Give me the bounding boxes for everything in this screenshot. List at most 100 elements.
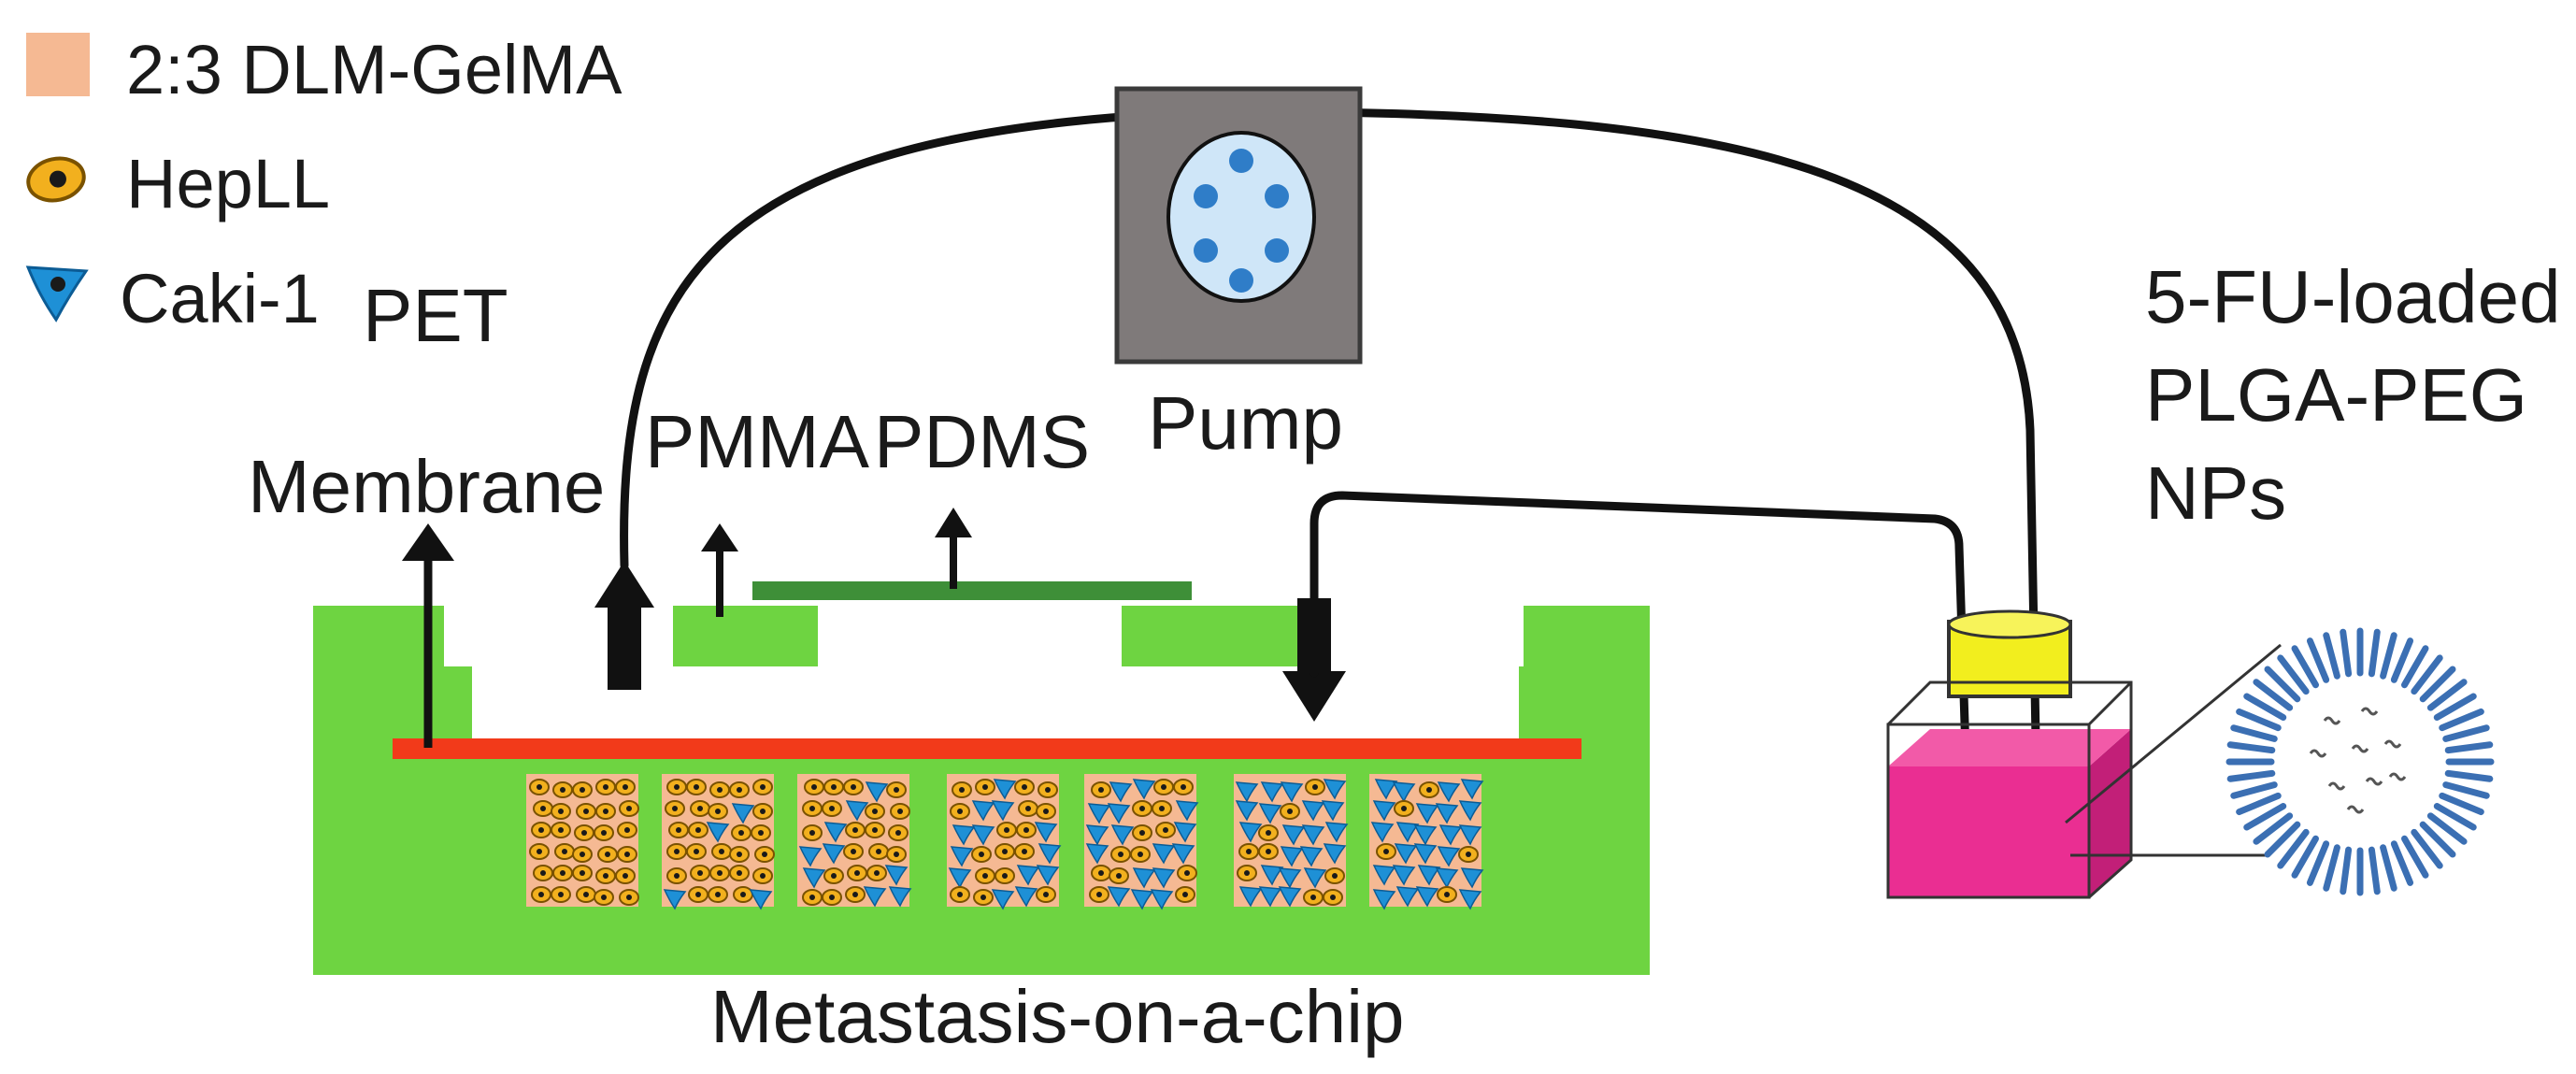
pmma-arrow-head [701,523,738,551]
np-drug-molecule [2365,777,2383,786]
legend-label-caki1: Caki-1 [120,260,320,337]
hepll-cell-nucleus [603,784,608,790]
caki1-cell [1150,889,1174,910]
hepll-cell-nucleus [537,784,542,790]
caki1-cell [993,779,1017,800]
np-drug-molecule [2323,716,2341,725]
hepll-cell-nucleus [1023,827,1029,833]
hepll-cell-nucleus [760,873,766,879]
hepll-cell-nucleus [851,784,856,790]
outlet-arrow-head [1282,671,1346,722]
caki1-cell [1132,867,1156,889]
hepll-cell-nucleus [537,849,542,854]
hepll-cell-nucleus [876,849,881,854]
np-polymer-chain [2236,708,2282,732]
label-pet: PET [363,274,508,357]
np-polymer-chain [2230,724,2278,742]
hepll-cell-nucleus [695,827,701,833]
hepll-cell-nucleus [1332,873,1338,879]
np-callout-line-upper [2065,643,2282,824]
caki1-cell [1235,800,1259,822]
np-polymer-chain [2243,693,2287,721]
hepll-cell-nucleus [872,809,878,814]
label-nps-line2: PLGA-PEG [2145,353,2527,437]
caki1-cell [991,889,1015,910]
hepll-cell-nucleus [697,806,703,811]
hepll-cell-nucleus [760,809,766,814]
hepll-cell-nucleus [829,806,835,811]
hepll-cell-nucleus [558,809,564,814]
nanoparticle-icon [2225,627,2495,896]
hepll-cell-nucleus [737,787,742,793]
labels: PET Membrane PMMA PDMS Pump 5-FU-loaded … [248,255,2561,1058]
hepll-cell-nucleus [982,873,988,879]
np-polymer-chain [2264,666,2301,703]
reservoir-box-edge [2087,680,2133,726]
caki1-cell [1235,781,1259,803]
hepll-cell-nucleus [715,892,721,897]
hepll-cell-nucleus [674,784,680,790]
hepll-cell-nucleus [674,873,680,879]
hepll-cell-nucleus [1004,827,1009,833]
np-polymer-chain [2442,724,2490,742]
hepll-cell-nucleus [1139,830,1145,836]
np-polymer-chain [2291,835,2319,879]
hepll-cell-nucleus [603,809,608,814]
np-polymer-chain [2230,781,2278,799]
tube-outlet [1309,491,1973,846]
np-polymer-chain [2368,628,2381,678]
caki1-cell [1258,886,1282,908]
pump-roller [1229,268,1253,293]
caki1-cell [731,803,755,824]
caki1-cell [1460,867,1484,889]
hepll-cell-nucleus [676,827,681,833]
hepll-cell-nucleus [1098,787,1104,793]
hepll-cell-nucleus [623,784,628,790]
hepll-cell-nucleus [581,830,587,836]
hepll-cell-nucleus [1246,849,1252,854]
caki1-cell [1238,886,1263,908]
hepll-cell-nucleus [562,849,567,854]
np-polymer-chain [2444,741,2494,754]
label-pdms: PDMS [874,400,1090,483]
hepll-cell-nucleus [603,873,608,879]
label-membrane: Membrane [248,445,605,528]
hepll-cell-nucleus [540,870,546,876]
caki1-cell [991,800,1015,822]
np-polymer-chain [2390,840,2414,886]
reservoir-cap-top [1947,609,2072,639]
hepll-cell-nucleus [831,784,837,790]
caki1-cell [1435,803,1459,824]
label-chip-title: Metastasis-on-a-chip [710,975,1405,1058]
np-polymer-chain [2444,769,2494,782]
pdms-cover-strip [752,581,1192,600]
reservoir-liquid [1888,766,2089,897]
hepll-cell-nucleus [715,809,721,814]
hepll-cell-nucleus [1310,895,1316,900]
caki1-cell [1301,800,1325,822]
caki1-cell [1321,800,1345,822]
np-polymer-chain [2253,679,2294,711]
chip-notch-right [1327,606,1524,666]
hepll-cell-nucleus [558,892,564,897]
chip-notch-center [818,606,1122,666]
caki1-cell [1260,781,1284,803]
caki1-cell [1303,867,1327,889]
hepll-cell-nucleus [1043,892,1049,897]
hepll-cell-nucleus [538,892,544,897]
caki1-cell [1109,781,1133,803]
hepll-cell-nucleus [1266,849,1271,854]
caki1-cell [1458,889,1482,910]
legend-label-gelma: 2:3 DLM-GelMA [126,31,623,108]
hepll-cell-nucleus [979,852,984,857]
caki1-cell [1016,865,1040,886]
hepll-cell-nucleus [695,892,701,897]
gel-chambers [526,774,1484,910]
hepll-cell-nucleus [854,870,860,876]
hepll-cell-nucleus [626,895,632,900]
np-polymer-chain [2411,654,2443,695]
caki1-cell [1394,843,1418,865]
np-polymer-chain [2401,835,2429,879]
caki1-cell [1238,822,1263,843]
